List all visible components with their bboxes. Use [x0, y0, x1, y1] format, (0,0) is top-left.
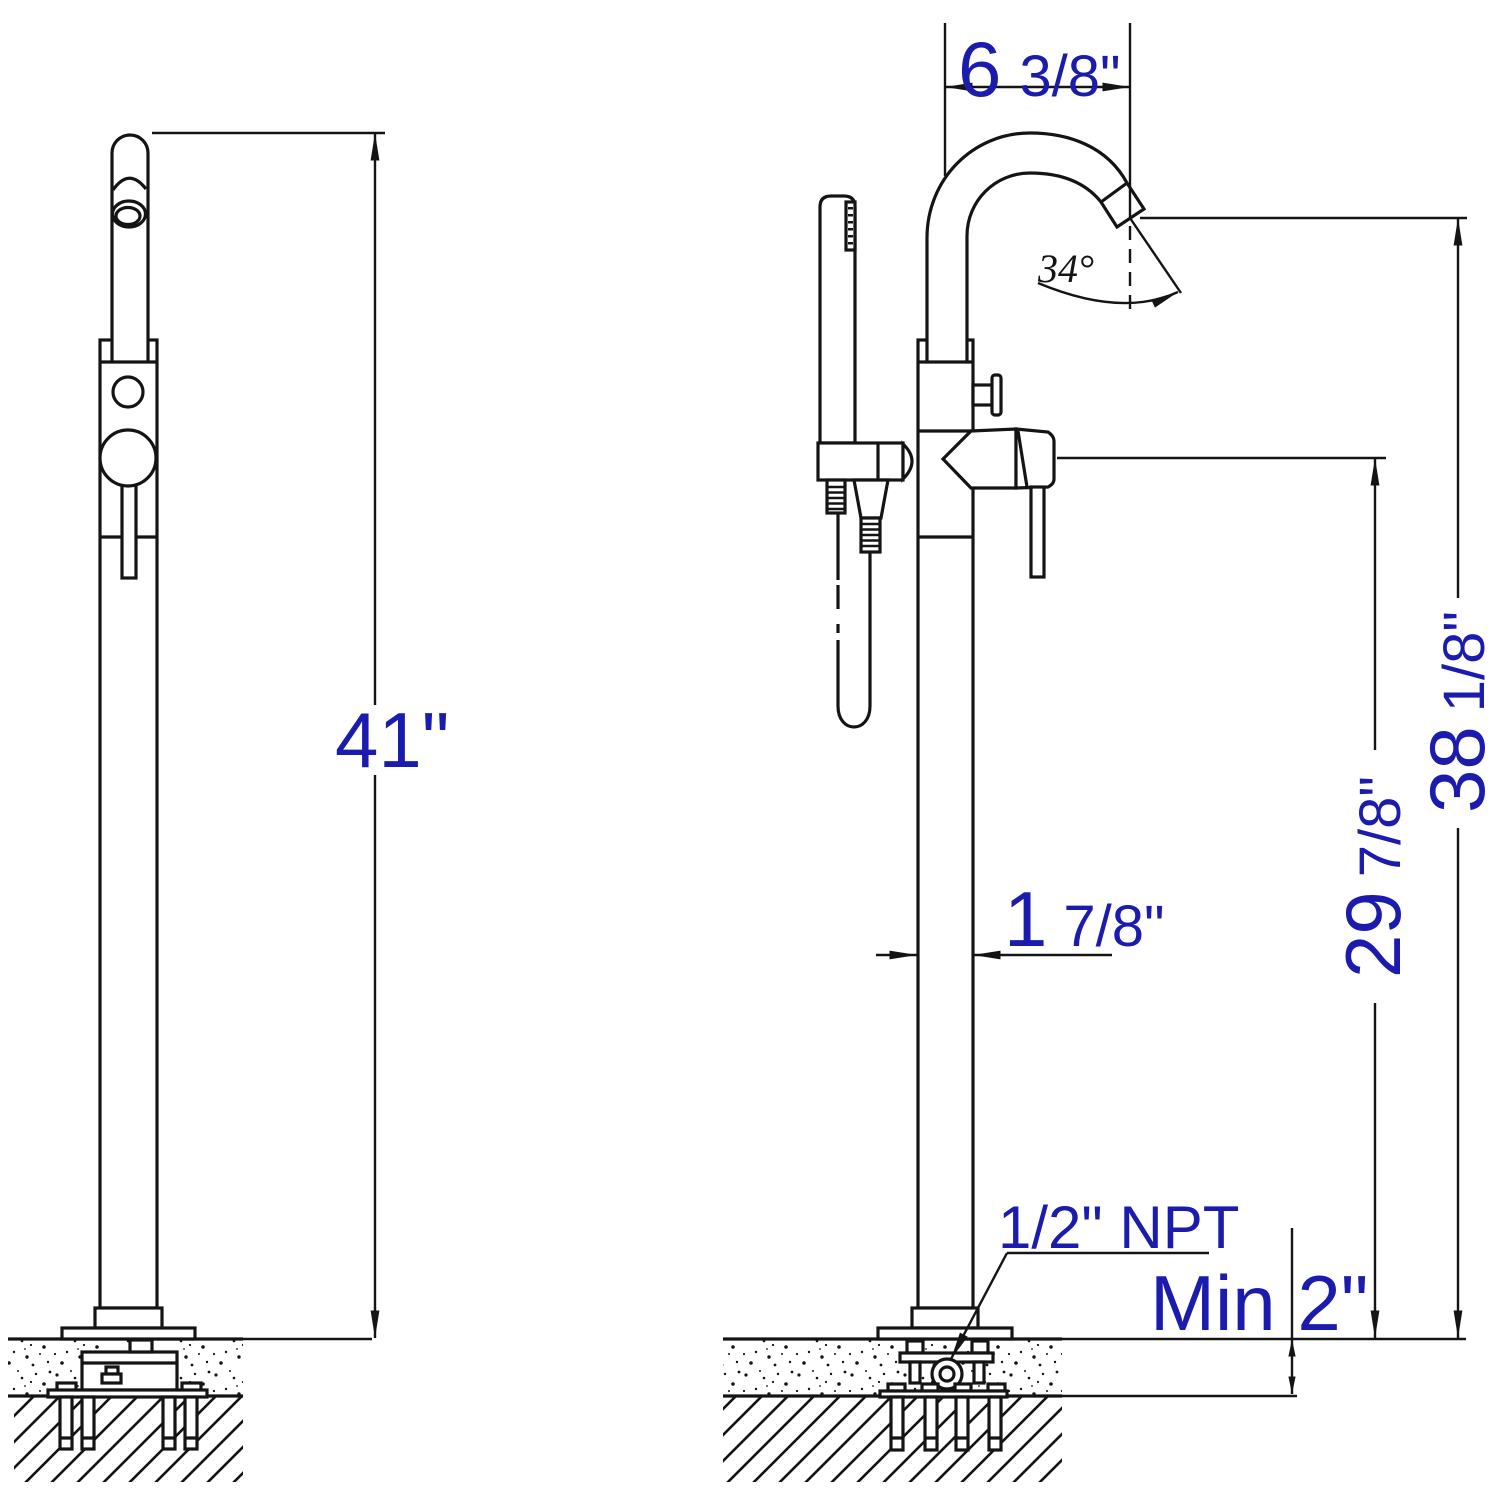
- spray-face: [844, 200, 857, 252]
- anchor-bolt: [80, 1395, 96, 1451]
- shower-holder: [816, 441, 905, 482]
- base-plate: [878, 1389, 1009, 1399]
- thread-lines: [861, 522, 880, 548]
- spout-outlet-inner: [114, 205, 142, 227]
- dim-handle-height: 297/8": [1057, 456, 1417, 1338]
- dim-outlet-height: 381/8": [1062, 216, 1500, 1341]
- hose-thread-upper: [825, 478, 847, 515]
- wand-handle-cone: [852, 478, 890, 520]
- anchor-bolt: [183, 1395, 199, 1451]
- spout-joint-arc: [111, 176, 148, 191]
- spout-nozzle-rim: [1100, 181, 1128, 204]
- angle-leader: [1037, 281, 1179, 308]
- thread-lines: [827, 485, 845, 511]
- spout-outlet-outer: [110, 199, 148, 229]
- floor-right: [723, 1306, 1062, 1482]
- bracket-screw: [100, 1372, 123, 1385]
- hose-loop: [836, 705, 872, 729]
- dim-text-handle-height: 297/8": [1329, 776, 1417, 978]
- dim-spout-angle: 34°: [1037, 217, 1182, 312]
- dim-text-total-height: 41": [335, 696, 449, 784]
- label-inlet-npt: 1/2" NPT: [949, 1194, 1239, 1360]
- dim-total-height: 41": [152, 131, 449, 1341]
- anchor-bolts: [58, 1395, 199, 1451]
- dim-text-spout-angle: 34°: [1037, 246, 1094, 291]
- base-flange: [876, 1326, 1014, 1341]
- dim-text-outlet-height: 381/8": [1413, 611, 1500, 813]
- bracket-bolt: [128, 1338, 154, 1354]
- inlet-port-inner: [938, 1365, 956, 1383]
- spout-tube-side: [110, 133, 150, 362]
- base-plate: [46, 1388, 209, 1399]
- bracket-bolt: [970, 1339, 990, 1355]
- dim-min-clearance: Min 2": [1062, 1228, 1368, 1398]
- diverter-knob-cap: [990, 373, 1003, 417]
- anchor-bolt: [954, 1395, 970, 1452]
- base-collar: [93, 1306, 164, 1330]
- anchor-bolts: [889, 1395, 1003, 1452]
- bracket-bolt: [905, 1339, 925, 1355]
- front-view: [816, 131, 1147, 1310]
- label-text-inlet: 1/2" NPT: [998, 1194, 1239, 1261]
- base-flange: [60, 1326, 197, 1341]
- subfloor-hatch: [14, 1397, 243, 1482]
- floor-left: [8, 1306, 243, 1482]
- diverter-button-side: [111, 375, 145, 409]
- handle-lever: [1029, 485, 1046, 579]
- holder-end-cap: [901, 440, 914, 483]
- anchor-bolt: [923, 1395, 939, 1452]
- gooseneck-spout: [925, 131, 1147, 363]
- mounting-bracket: [80, 1350, 179, 1392]
- hand-shower: [816, 194, 914, 729]
- nozzle-axis-line: [1129, 217, 1182, 294]
- anchor-bolt: [889, 1395, 905, 1452]
- anchor-bolt: [161, 1395, 177, 1451]
- handle-hub-side: [98, 428, 158, 488]
- diverter-knob-stem: [971, 383, 994, 407]
- faucet-column-front: [916, 338, 975, 1310]
- bracket-stem: [908, 1360, 922, 1385]
- anchor-bolt: [987, 1395, 1003, 1452]
- leader-line: [949, 1252, 1009, 1360]
- bracket-stem: [972, 1360, 986, 1385]
- anchor-bolt: [58, 1395, 74, 1451]
- left-side-view: [98, 133, 159, 1310]
- handle-hub-line: [1016, 430, 1029, 488]
- dim-text-min-clearance: Min 2": [1150, 1259, 1368, 1347]
